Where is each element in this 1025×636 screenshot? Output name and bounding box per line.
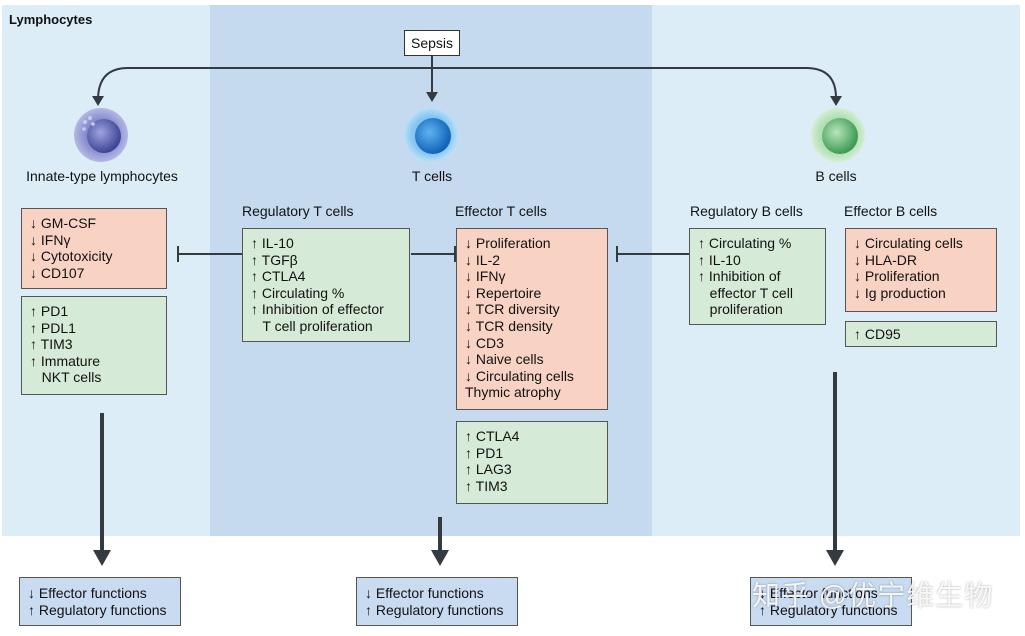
watermark-text: 知乎 @优宁维生物 bbox=[752, 580, 994, 611]
b-cell-label: B cells bbox=[815, 168, 857, 184]
list-item: ↑ TIM3 bbox=[30, 336, 73, 353]
section-title: Lymphocytes bbox=[9, 12, 93, 27]
beff-green-box: ↑ CD95 bbox=[845, 321, 997, 347]
teff-green-box: ↑ CTLA4↑ PD1↑ LAG3↑ TIM3 bbox=[456, 421, 608, 504]
list-item: ↓ Effector functions bbox=[759, 585, 878, 601]
list-item: ↓ GM-CSF bbox=[30, 215, 97, 231]
list-item: ↓ Effector functions bbox=[28, 585, 147, 601]
beff-red-box: ↓ Circulating cells↓ HLA-DR↓ Proliferati… bbox=[845, 228, 997, 312]
list-item: ↓ IFNγ bbox=[465, 268, 506, 285]
breg-label: Regulatory B cells bbox=[690, 203, 803, 219]
outcome-box-mid: ↓ Effector functions↑ Regulatory functio… bbox=[356, 577, 518, 626]
list-item: ↓ Ig production bbox=[854, 284, 946, 301]
list-item: ↑ Inhibition of bbox=[698, 268, 781, 285]
breg-green-box: ↑ Circulating %↑ IL-10↑ Inhibition of ef… bbox=[689, 228, 826, 325]
list-item: ↑ Inhibition of effector bbox=[251, 301, 384, 318]
list-item: ↓ TCR diversity bbox=[465, 301, 560, 318]
list-item: proliferation bbox=[698, 301, 783, 318]
list-item: ↑ Circulating % bbox=[698, 235, 792, 251]
list-item: ↓ Proliferation bbox=[854, 268, 940, 285]
list-item: ↑ PD1 bbox=[30, 303, 69, 319]
teff-red-box: ↓ Proliferation↓ IL-2↓ IFNγ↓ Repertoire↓… bbox=[456, 228, 608, 410]
innate-red-box: ↓ GM-CSF↓ IFNγ↓ Cytotoxicity↓ CD107 bbox=[21, 208, 167, 289]
treg-label: Regulatory T cells bbox=[242, 203, 354, 219]
list-item: ↓ Effector functions bbox=[365, 585, 484, 601]
list-item: ↑ Circulating % bbox=[251, 284, 345, 301]
outcome-box-left: ↓ Effector functions↑ Regulatory functio… bbox=[19, 577, 181, 626]
list-item: ↑ IL-10 bbox=[251, 235, 294, 251]
list-item: NKT cells bbox=[30, 369, 102, 386]
innate-green-box: ↑ PD1↑ PDL1↑ TIM3↑ Immature NKT cells bbox=[21, 296, 167, 395]
list-item: effector T cell bbox=[698, 284, 793, 301]
list-item: ↑ TIM3 bbox=[465, 477, 508, 494]
list-item: ↓ CD3 bbox=[465, 334, 504, 351]
list-item: Thymic atrophy bbox=[465, 384, 561, 401]
list-item: ↑ LAG3 bbox=[465, 461, 512, 478]
list-item: ↓ TCR density bbox=[465, 317, 553, 334]
list-item: ↓ Circulating cells bbox=[854, 235, 963, 251]
treg-green-box: ↑ IL-10↑ TGFβ↑ CTLA4↑ Circulating %↑ Inh… bbox=[242, 228, 410, 342]
teff-label: Effector T cells bbox=[455, 203, 547, 219]
t-cell-label: T cells bbox=[411, 168, 453, 184]
list-item: ↓ Circulating cells bbox=[465, 367, 574, 384]
list-item: ↓ HLA-DR bbox=[854, 251, 918, 268]
beff-label: Effector B cells bbox=[844, 203, 938, 219]
list-item: ↓ CD107 bbox=[30, 264, 85, 281]
list-item: ↑ Immature bbox=[30, 352, 101, 369]
list-item: ↑ Regulatory functions bbox=[759, 601, 898, 618]
list-item: ↑ TGFβ bbox=[251, 251, 298, 268]
sepsis-box: Sepsis bbox=[404, 30, 460, 56]
list-item: T cell proliferation bbox=[251, 317, 373, 334]
list-item: ↓ Proliferation bbox=[465, 235, 551, 251]
list-item: ↑ Regulatory functions bbox=[28, 601, 167, 618]
innate-cell-label: Innate-type lymphocytes bbox=[26, 168, 178, 184]
list-item: ↑ PDL1 bbox=[30, 319, 76, 336]
list-item: ↓ Cytotoxicity bbox=[30, 248, 113, 265]
list-item: ↓ Naive cells bbox=[465, 351, 544, 368]
list-item: ↑ IL-10 bbox=[698, 251, 741, 268]
list-item: ↑ Regulatory functions bbox=[365, 601, 504, 618]
list-item: ↓ IL-2 bbox=[465, 251, 501, 268]
outcome-box-right: ↓ Effector functions↑ Regulatory functio… bbox=[750, 577, 912, 626]
list-item: ↓ Repertoire bbox=[465, 284, 542, 301]
list-item: ↑ CD95 bbox=[854, 326, 901, 342]
list-item: ↓ IFNγ bbox=[30, 231, 71, 248]
list-item: ↑ PD1 bbox=[465, 444, 504, 461]
list-item: ↑ CTLA4 bbox=[251, 268, 306, 285]
list-item: ↑ CTLA4 bbox=[465, 428, 520, 444]
